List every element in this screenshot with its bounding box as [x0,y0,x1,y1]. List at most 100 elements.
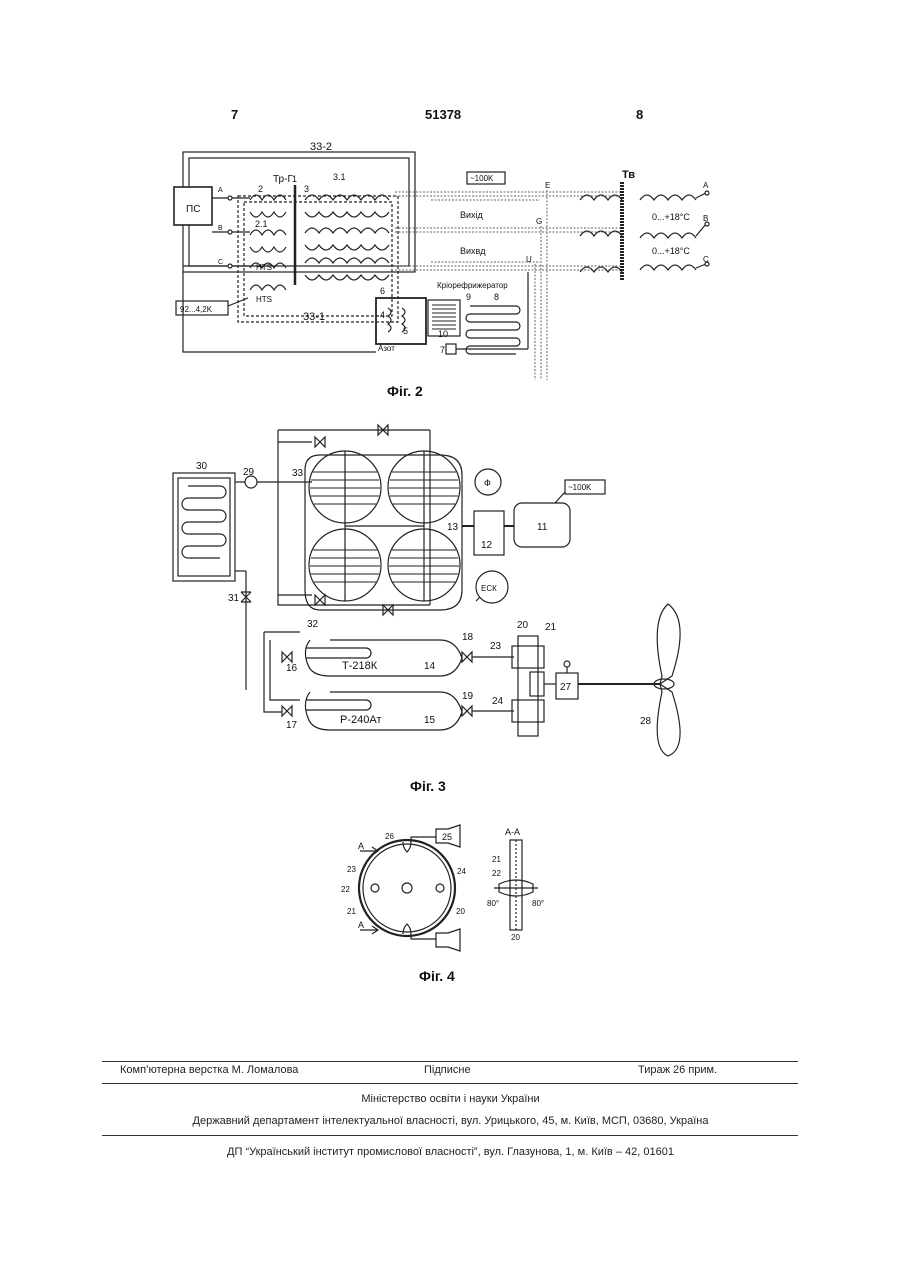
figure-2-diagram: 33-2 ПС Тр-Г Тв 2 2.1 1 3 3.1 HTS HTS 92… [0,0,901,380]
fig2-label-tv: Тв [622,169,635,181]
fig3-valve-17 [282,706,292,716]
fig4-pin-left [371,884,379,892]
fig2-label-8: 8 [494,292,499,302]
fig3-valve-top-1 [315,437,325,447]
fig3-label-21: 21 [545,622,557,633]
fig2-label-ps: ПС [186,204,200,215]
fig2-label-vyhid: Вихід [460,210,484,220]
fig3-label-p240: Р-240Ат [340,714,382,726]
fig4-label-s22: 22 [492,869,501,878]
fig4-label-20: 20 [456,907,465,916]
footer-rule-middle [102,1083,798,1084]
fig3-valve-18 [462,652,472,662]
fig2-label-33-2: 33-2 [310,141,332,153]
fig3-label-15: 15 [424,715,436,726]
fig3-label-32: 32 [307,619,319,630]
fig4-pin-right [436,884,444,892]
footer-print-run: Тираж 26 прим. [638,1064,717,1076]
fig3-label-30: 30 [196,461,208,472]
fig4-label-23: 23 [347,865,356,874]
fig2-label-2: 2 [258,184,263,194]
fig3-label-18: 18 [462,632,474,643]
fig2-label-b-in: B [218,225,223,232]
figure-2-caption: Фіг. 2 [387,383,423,399]
fig3-valve-16 [282,652,292,662]
fig2-label-100k: ~100K [470,174,494,183]
fig2-label-vyhod: Вихвд [460,246,486,256]
fig2-label-e: E [545,181,550,190]
figure-4-caption: Фіг. 4 [419,968,455,984]
fig3-label-phi: Ф [484,478,491,488]
fig4-label-25: 25 [442,832,452,842]
fig3-label-28: 28 [640,716,652,727]
fig2-label-trg: Тр-Г [273,174,293,185]
fig4-hub [402,883,412,893]
fig3-label-31: 31 [228,593,240,604]
fig4-label-deg2: 80° [532,899,544,908]
fig2-label-2-1: 2.1 [255,219,268,229]
fig2-label-9: 9 [466,292,471,302]
fig2-label-u: U [526,255,532,264]
fig3-label-23: 23 [490,641,502,652]
fig3-shaft-20 [518,636,538,736]
fig2-label-1: 1 [292,174,297,184]
footer-institute: ДП “Український інститут промислової вла… [0,1146,901,1158]
fig2-label-range: 92...4,2K [180,305,213,314]
fig3-label-33: 33 [292,468,304,479]
fig2-label-a-out: A [703,181,709,190]
fig2-label-c-out: C [703,255,709,264]
fig2-label-a-in: A [218,187,223,194]
fig4-label-24: 24 [457,867,466,876]
fig3-label-100k: ~100K [568,483,592,492]
fig3-label-19: 19 [462,691,474,702]
fig4-label-26: 26 [385,832,394,841]
fig2-label-c-in: C [218,259,223,266]
fig3-label-12: 12 [481,540,493,551]
fig2-label-5: 5 [403,326,408,336]
fig4-label-22: 22 [341,885,350,894]
fig4-label-21: 21 [347,907,356,916]
fig4-label-aa: А-А [505,827,520,837]
fig4-label-s20: 20 [511,933,520,942]
fig3-valve-19 [462,706,472,716]
footer-ministry: Міністерство освіти і науки України [0,1093,901,1105]
fig3-label-t218: Т-218К [342,660,378,672]
fig2-winding-3 [305,195,389,200]
footer-department: Державний департамент інтелектуальної вл… [0,1115,901,1127]
fig2-label-33-1: 33-1 [303,311,325,323]
fig2-label-3: 3 [304,184,309,194]
footer-rule-bottom [102,1135,798,1136]
footer-rule-top [102,1061,798,1062]
figure-4-diagram: А А 26 25 23 24 22 21 20 А-А 21 22 20 80… [0,815,901,965]
fig2-frame-33-2-inner [189,158,409,266]
fig2-label-7: 7 [440,345,445,355]
fig3-label-24: 24 [492,696,504,707]
fig3-label-esk: ЕСК [481,584,497,593]
fig2-cryo-unit [376,298,426,344]
fig2-label-b-out: B [703,214,708,223]
fig3-label-17: 17 [286,720,298,731]
fig2-label-g: G [536,217,542,226]
fig2-frame-33-2-outer [183,152,415,272]
fig4-label-deg1: 80° [487,899,499,908]
fig2-winding-2-1 [250,230,286,235]
fig4-label-a2: А [358,920,364,930]
fig2-label-6: 6 [380,286,385,296]
fig3-label-11: 11 [537,522,548,533]
fig2-label-cryo: Кріорефрижератор [437,281,508,290]
fig3-label-27: 27 [560,682,572,693]
fig3-tank-15 [305,692,462,730]
fig3-label-14: 14 [424,661,436,672]
fig4-label-s21: 21 [492,855,501,864]
fig3-label-29: 29 [243,467,255,478]
fig4-nozzle-lower [436,929,460,951]
fig2-valve-7 [446,344,456,354]
fig2-label-hts1: HTS [256,263,272,272]
fig2-cryo-coil [466,306,520,354]
fig2-label-4: 4 [380,310,385,320]
fig3-label-13: 13 [447,522,459,533]
fig2-label-10: 10 [438,329,448,339]
fig3-label-16: 16 [286,663,298,674]
fig3-valve-bot-1 [315,595,325,605]
figure-3-diagram: 30 29 33 31 13 12 11 ~100K Ф ЕСК 32 18 1… [0,410,901,770]
